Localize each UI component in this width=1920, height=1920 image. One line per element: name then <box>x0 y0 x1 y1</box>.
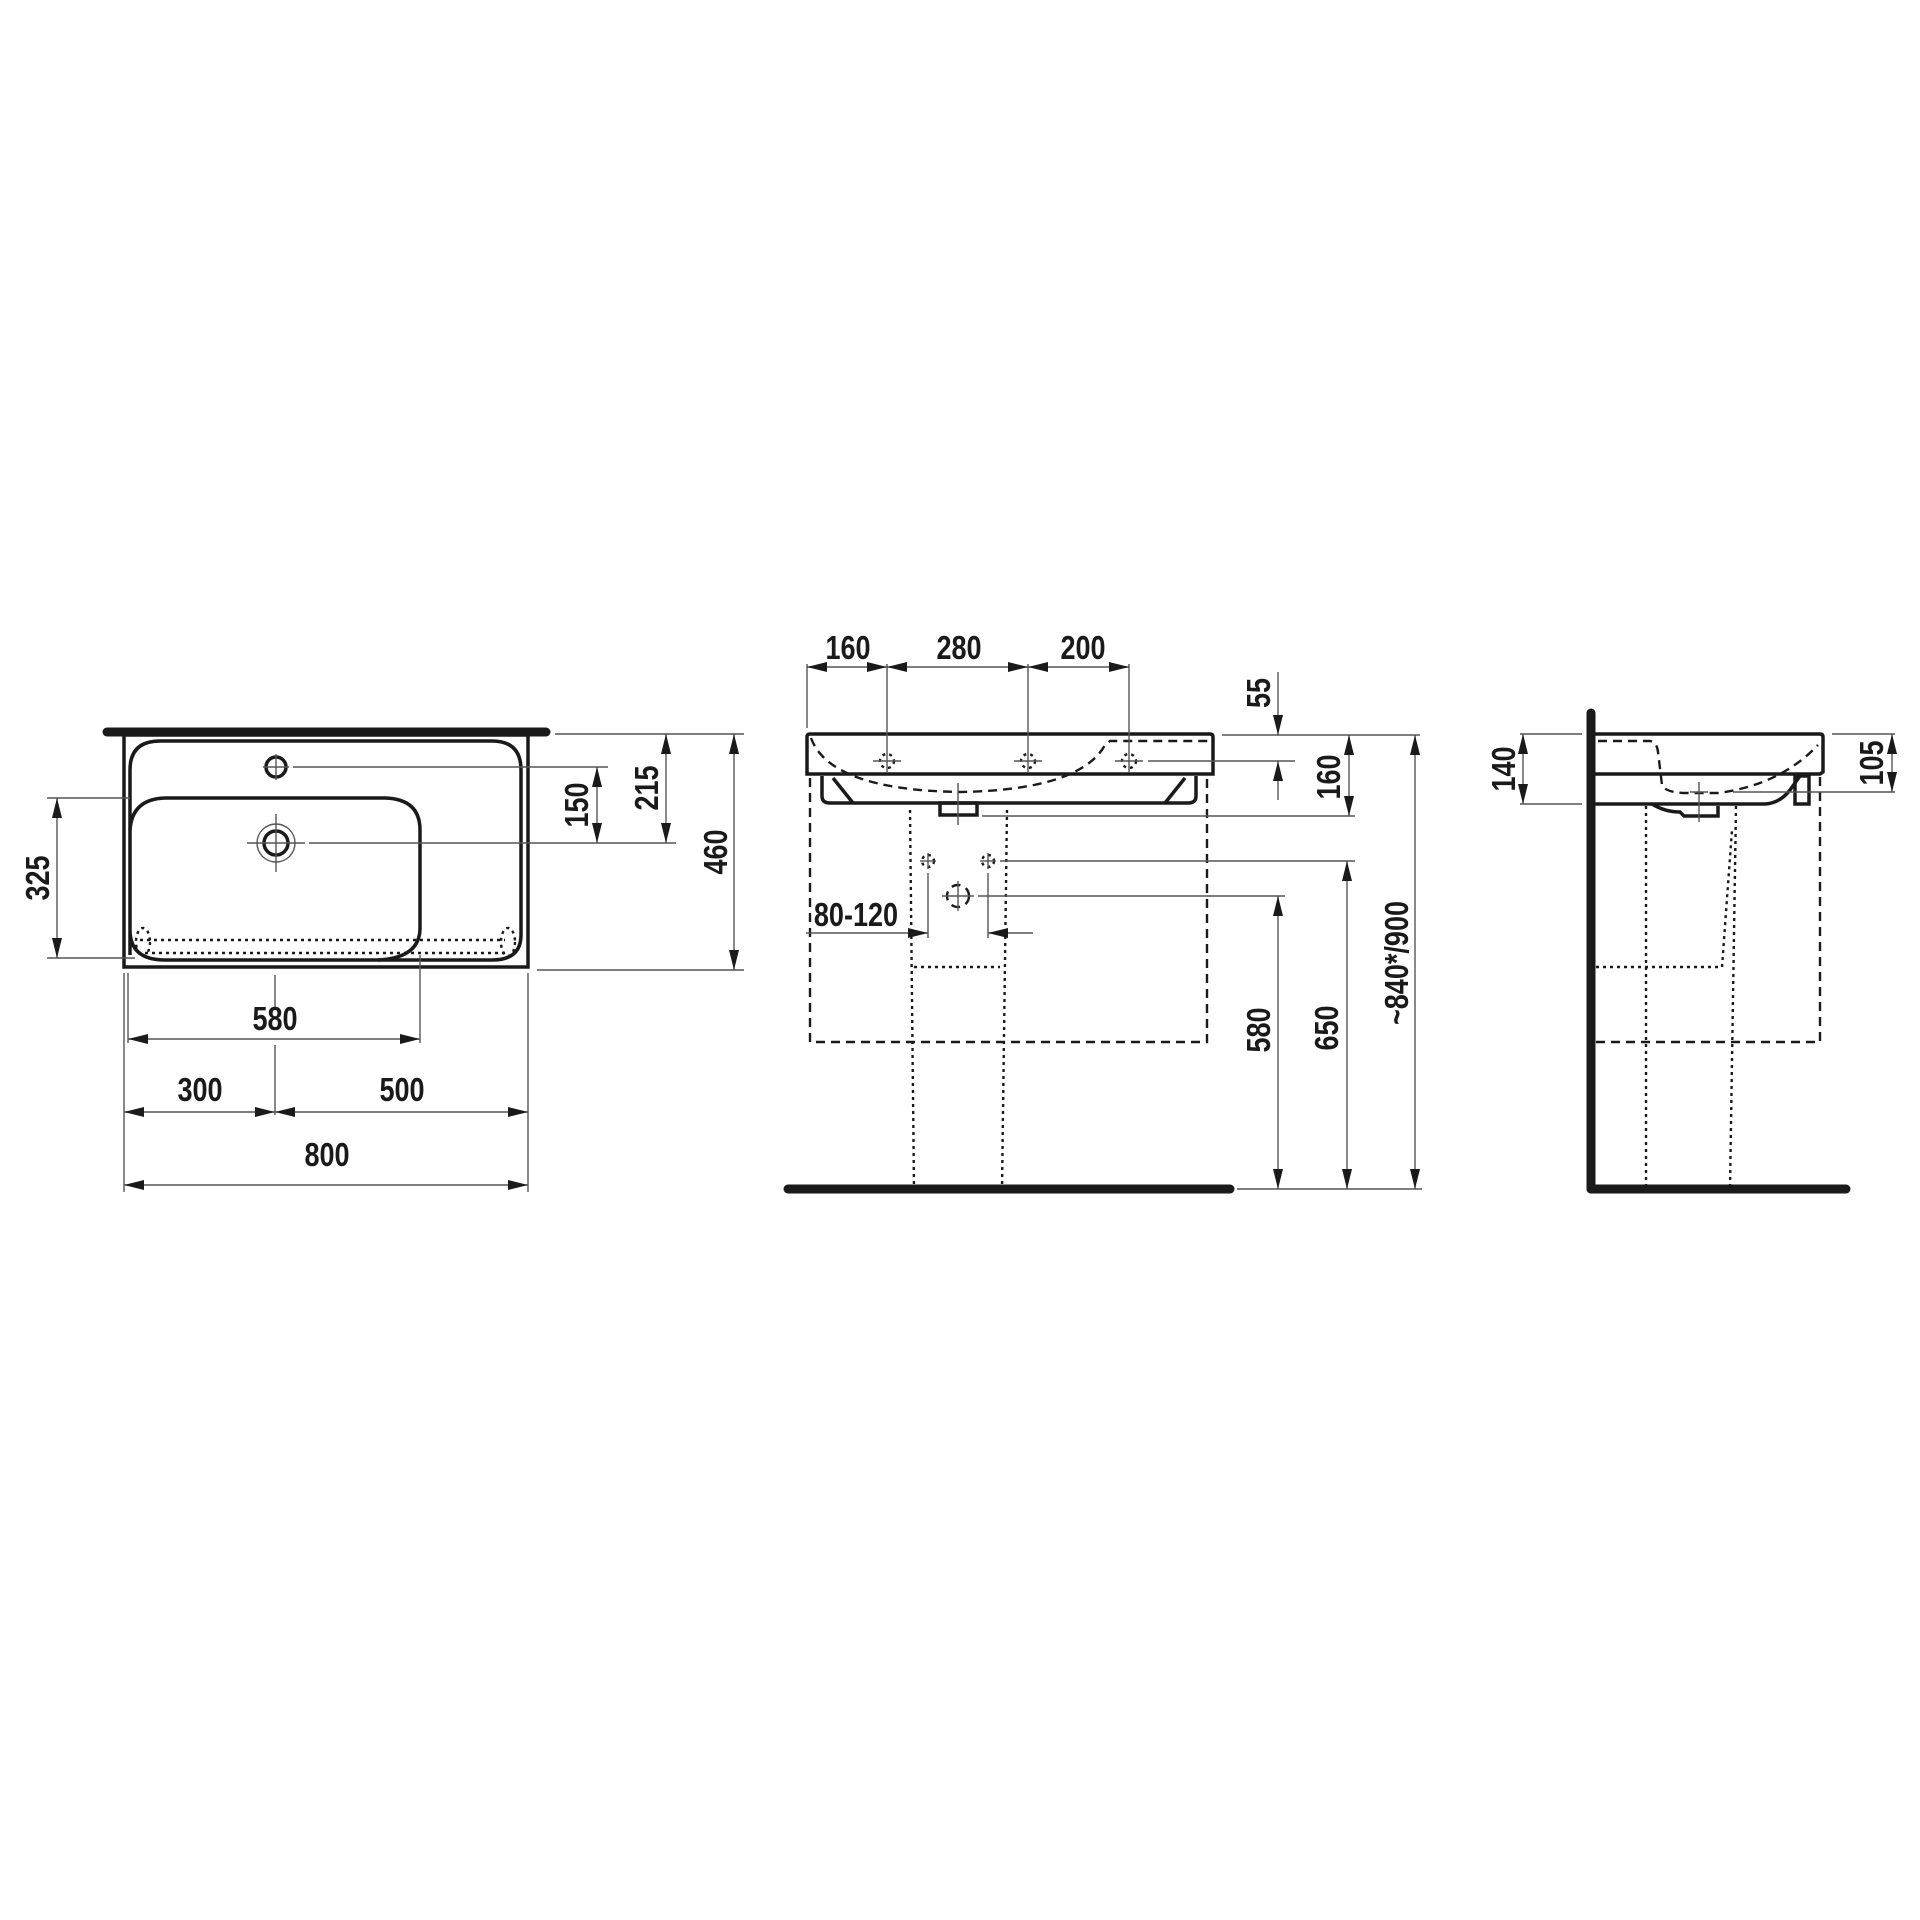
basin-side <box>1594 732 1825 776</box>
bowl-dashed <box>809 737 1208 794</box>
basin-underside <box>1594 774 1802 806</box>
pipe-shaft-right <box>1000 809 1009 1189</box>
pipe-shaft-left <box>908 809 916 1189</box>
bowl-dashed-side <box>1598 739 1819 795</box>
foot-left <box>134 926 152 958</box>
side-view: 140 105 <box>1487 708 1897 1194</box>
overflow-block <box>1793 774 1811 806</box>
dim-label-280: 280 <box>936 631 981 667</box>
dim-label-150: 150 <box>560 782 596 827</box>
dim-label-80-120: 80-120 <box>814 898 898 934</box>
dim-label-500: 500 <box>379 1073 424 1109</box>
dim-label-140: 140 <box>1487 746 1523 791</box>
tap-hole-icon <box>873 750 901 772</box>
supply-hole-icon <box>980 853 996 869</box>
drain-trap-side <box>1651 802 1720 818</box>
bowl-outline <box>128 796 422 962</box>
dim-label-580: 580 <box>252 1002 297 1038</box>
foot-right <box>499 926 517 958</box>
dim-label-325: 325 <box>21 855 57 900</box>
siphon-dashed <box>1596 829 1734 969</box>
dim-label-55: 55 <box>1242 678 1278 708</box>
front-view: 160 280 200 55 160 80-120 580 650 ~840*/… <box>783 631 1422 1194</box>
dim-label-200: 200 <box>1060 631 1105 667</box>
dim-label-840-900: ~840*/900 <box>1380 901 1416 1025</box>
dim-label-580-height: 580 <box>1242 1007 1278 1052</box>
supply-hole-icon <box>920 853 936 869</box>
frame-brace-right <box>1163 776 1187 805</box>
frame-brace-left <box>831 776 855 805</box>
dim-label-160-height: 160 <box>1312 754 1348 799</box>
tap-hole-icon <box>1115 750 1143 772</box>
basin-front <box>805 732 1215 776</box>
dim-label-300: 300 <box>177 1073 222 1109</box>
dim-label-460: 460 <box>699 829 735 874</box>
dim-label-215: 215 <box>630 765 666 810</box>
top-view: 325 150 215 460 580 300 500 800 <box>21 727 744 1192</box>
tap-hole-icon <box>1014 750 1042 772</box>
waste-hole-icon <box>942 881 974 911</box>
dim-label-160-left: 160 <box>825 631 870 667</box>
dim-label-105: 105 <box>1855 740 1891 785</box>
support-frame <box>820 776 1198 805</box>
dim-label-800: 800 <box>304 1138 349 1174</box>
dim-label-650: 650 <box>1310 1005 1346 1050</box>
pipe-shaft-right <box>1728 805 1738 1189</box>
basin-outline <box>122 733 530 969</box>
basin-rim <box>128 739 523 962</box>
